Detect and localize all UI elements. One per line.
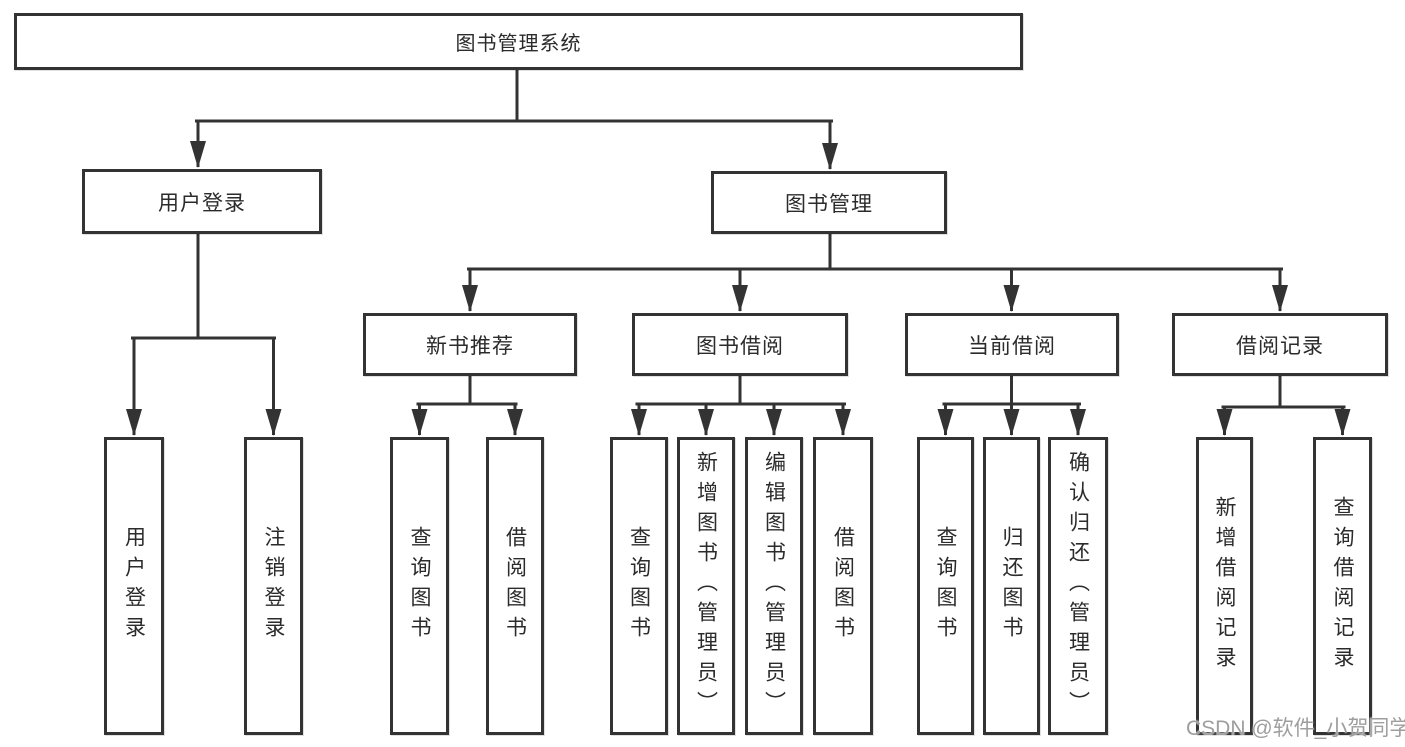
leaf-label: 编辑图书（管理员） <box>762 451 786 721</box>
node-user-login: 用户登录 <box>82 169 322 234</box>
leaf-add-book-admin: 新增图书（管理员） <box>677 437 735 735</box>
leaf-label: 借阅图书 <box>831 526 855 646</box>
leaf-borrow-books: 借阅图书 <box>813 437 873 735</box>
leaf-label: 新增图书（管理员） <box>694 451 718 721</box>
csdn-watermark: CSDN @软件_小贺同学 <box>1186 717 1405 740</box>
node-current-borrow: 当前借阅 <box>905 313 1119 376</box>
leaf-recommend-query-books: 查询图书 <box>390 437 449 735</box>
node-borrow-records: 借阅记录 <box>1172 313 1388 376</box>
leaf-label: 查询借阅记录 <box>1331 496 1354 676</box>
leaf-query-borrow-record: 查询借阅记录 <box>1313 437 1372 735</box>
leaf-user-login: 用户登录 <box>104 437 164 735</box>
leaf-confirm-return-admin: 确认归还（管理员） <box>1048 437 1108 735</box>
leaf-return-books: 归还图书 <box>983 437 1040 735</box>
leaf-label: 归还图书 <box>1000 526 1023 646</box>
leaf-logout: 注销登录 <box>244 437 303 735</box>
leaf-current-query-books: 查询图书 <box>917 437 974 735</box>
leaf-label: 确认归还（管理员） <box>1066 451 1090 721</box>
node-new-book-recommend: 新书推荐 <box>363 313 577 376</box>
node-book-borrow: 图书借阅 <box>632 313 848 376</box>
leaf-label: 查询图书 <box>627 526 651 646</box>
leaf-label: 新增借阅记录 <box>1213 496 1236 676</box>
leaf-add-borrow-record: 新增借阅记录 <box>1196 437 1253 735</box>
node-book-management: 图书管理 <box>711 171 947 234</box>
leaf-borrow-query-books: 查询图书 <box>610 437 668 735</box>
leaf-edit-book-admin: 编辑图书（管理员） <box>745 437 803 735</box>
leaf-label: 用户登录 <box>122 526 146 646</box>
node-root-system: 图书管理系统 <box>14 13 1023 70</box>
leaf-label: 借阅图书 <box>503 526 527 646</box>
leaf-label: 注销登录 <box>262 526 285 646</box>
leaf-recommend-borrow-books: 借阅图书 <box>486 437 544 735</box>
leaf-label: 查询图书 <box>408 526 431 646</box>
leaf-label: 查询图书 <box>934 526 957 646</box>
